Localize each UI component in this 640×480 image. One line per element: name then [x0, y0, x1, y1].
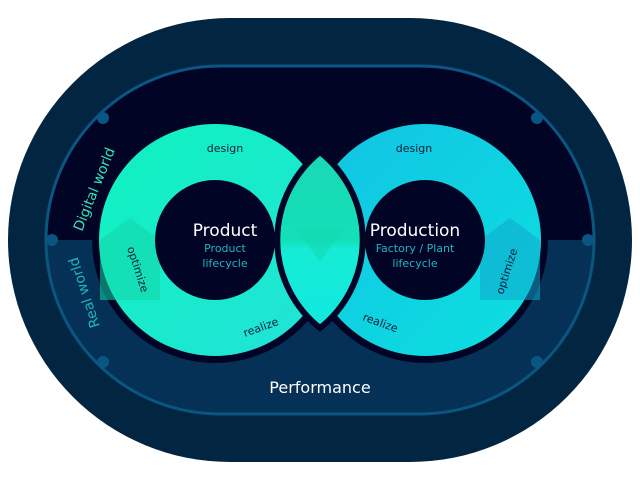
left-chevron-marker	[100, 218, 160, 300]
right-chevron-marker	[480, 218, 540, 300]
product-stage-design: design	[207, 142, 244, 155]
production-subtitle-2: lifecycle	[392, 257, 437, 270]
track-line	[44, 64, 596, 416]
product-subtitle-1: Product	[204, 242, 246, 255]
product-title: Product	[193, 221, 258, 241]
track-dot	[531, 112, 543, 124]
track-dot	[46, 234, 58, 246]
production-subtitle-1: Factory / Plant	[376, 242, 455, 255]
track-dot	[97, 112, 109, 124]
track-dot	[97, 356, 109, 368]
production-title: Production	[370, 221, 460, 241]
product-subtitle-2: lifecycle	[202, 257, 247, 270]
track-dot	[531, 356, 543, 368]
performance-label: Performance	[269, 378, 370, 397]
production-core	[365, 180, 485, 300]
production-stage-design: design	[396, 142, 433, 155]
product-core	[155, 180, 275, 300]
track-dot	[582, 234, 594, 246]
